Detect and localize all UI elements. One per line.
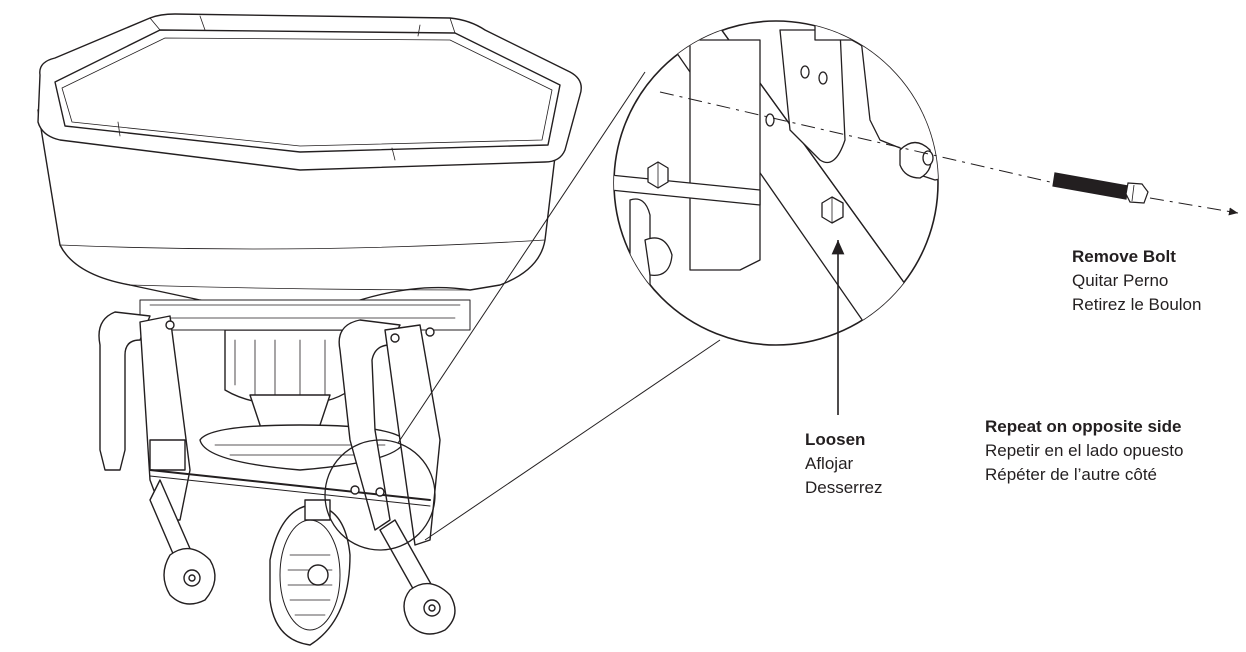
callout-loosen: Loosen Aflojar Desserrez	[805, 428, 882, 500]
spreader-illustration	[37, 13, 582, 646]
bolt-icon	[1052, 172, 1149, 204]
loosen-en: Loosen	[805, 430, 866, 449]
remove-bolt-en: Remove Bolt	[1072, 247, 1176, 266]
loosen-es: Aflojar	[805, 454, 854, 473]
remove-bolt-es: Quitar Perno	[1072, 271, 1169, 290]
nut-icon	[821, 196, 844, 224]
repeat-en: Repeat on opposite side	[985, 417, 1182, 436]
detail-magnifier	[324, 439, 436, 551]
repeat-fr: Répéter de l’autre côté	[985, 465, 1157, 484]
zoom-detail	[613, 20, 939, 346]
loosen-fr: Desserrez	[805, 478, 883, 497]
callout-remove-bolt: Remove Bolt Quitar Perno Retirez le Boul…	[1072, 245, 1201, 317]
repeat-es: Repetir en el lado opuesto	[985, 441, 1184, 460]
callout-repeat: Repeat on opposite side Repetir en el la…	[985, 415, 1183, 487]
remove-bolt-fr: Retirez le Boulon	[1072, 295, 1202, 314]
frame-leg-left	[98, 311, 151, 471]
